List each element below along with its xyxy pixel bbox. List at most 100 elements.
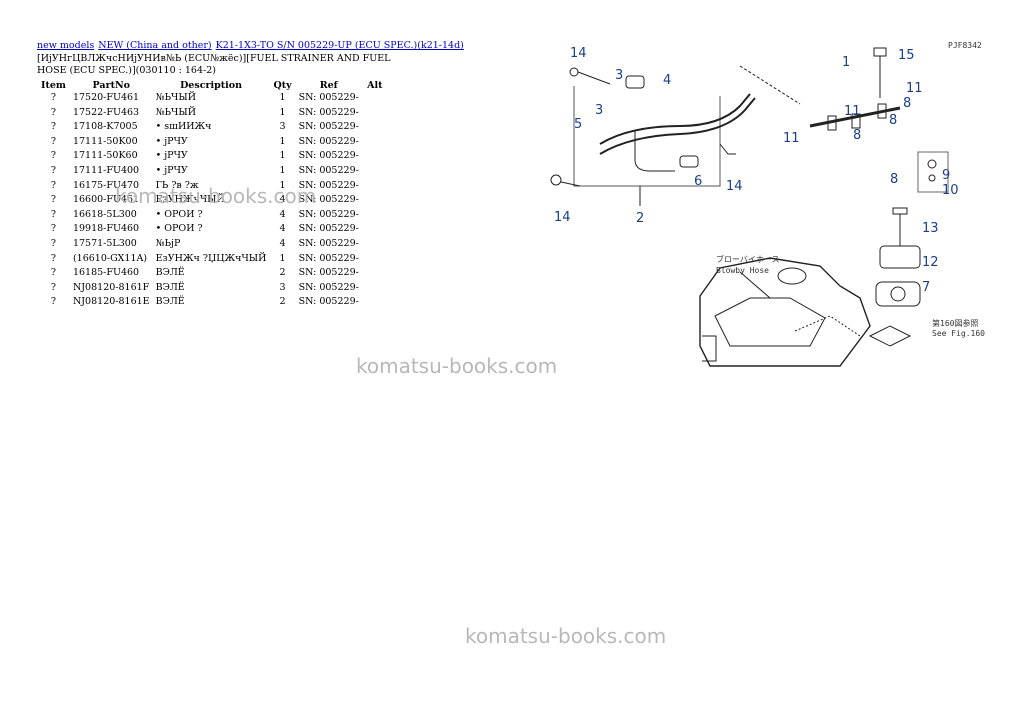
callout-3: 3 — [615, 68, 623, 83]
watermark: komatsu-books.com — [356, 354, 558, 378]
cell-desc: • јРЧУ — [155, 135, 188, 147]
cell-alt — [362, 180, 388, 195]
cell-part: NJ08120-8161E — [72, 296, 150, 308]
callout-4: 4 — [663, 73, 671, 88]
cell-alt — [362, 136, 388, 151]
cell-item: ? — [50, 121, 57, 133]
callout-8: 8 — [903, 96, 911, 111]
cell-ref: SN: 005229- — [298, 223, 359, 235]
cell-desc: №ЬјР — [155, 237, 181, 249]
cell-part: 17571-5L300 — [72, 237, 137, 249]
cell-alt — [362, 92, 388, 107]
parts-table: Item PartNo Description Qty Ref Alt ?175… — [37, 79, 388, 311]
cell-alt — [362, 223, 388, 238]
breadcrumb-link-model[interactable]: K21-1X3-TO S/N 005229-UP (ECU SPEC.)(k21… — [215, 40, 464, 51]
cell-item: ? — [50, 194, 57, 206]
breadcrumb-link-new-china[interactable]: NEW (China and other) — [98, 40, 212, 51]
cell-part: 17111-50K60 — [72, 150, 138, 162]
cell-qty: 4 — [279, 194, 286, 206]
cell-part: 17520-FU461 — [72, 92, 140, 103]
cell-qty: 4 — [279, 223, 286, 235]
cell-qty: 2 — [279, 296, 286, 308]
breadcrumb-link-new-models[interactable]: new models — [37, 40, 95, 51]
cell-item: ? — [50, 208, 57, 220]
col-header-item: Item — [41, 80, 66, 91]
cell-ref: SN: 005229- — [298, 92, 359, 103]
cell-qty: 1 — [279, 150, 286, 162]
cell-alt — [362, 253, 388, 268]
cell-item: ? — [50, 223, 57, 235]
cell-desc: • sшИИЖч — [155, 121, 212, 133]
cell-part: 17108-K7005 — [72, 121, 138, 133]
page-title: [ИјУНгЦВЛЖчсНИјУНИв№Ь (ECU№жёс)][FUEL ST… — [37, 53, 391, 76]
callout-9: 9 — [942, 168, 950, 183]
cell-ref: SN: 005229- — [298, 267, 359, 279]
cell-item: ? — [50, 135, 57, 147]
cell-qty: 1 — [279, 106, 286, 118]
see-fig-jp-label: 第160図参照 — [932, 318, 978, 328]
cell-item: ? — [50, 267, 57, 279]
col-header-alt: Alt — [367, 80, 383, 91]
cell-ref: SN: 005229- — [298, 208, 359, 220]
cell-qty: 1 — [279, 135, 286, 147]
table-row: ? 17108-K7005 • sшИИЖч 3 SN: 005229- — [37, 121, 388, 136]
cell-desc: • јРЧУ — [155, 164, 188, 176]
cell-qty: 4 — [279, 208, 286, 220]
cell-ref: SN: 005229- — [298, 281, 359, 293]
cell-alt — [362, 238, 388, 253]
cell-desc: ВЭЛЁ — [155, 267, 185, 279]
callout-8: 8 — [853, 128, 861, 143]
cell-item: ? — [50, 164, 57, 176]
cell-item: ? — [50, 296, 57, 308]
watermark: komatsu-books.com — [465, 624, 667, 648]
cell-part: 17111-50K00 — [72, 135, 138, 147]
callout-14: 14 — [726, 179, 743, 194]
callout-11: 11 — [783, 131, 800, 146]
callout-7: 7 — [922, 280, 930, 295]
cell-ref: SN: 005229- — [298, 237, 359, 249]
callout-2: 2 — [636, 211, 644, 226]
cell-desc: ГЬ ?в ?ж — [155, 179, 199, 191]
cell-ref: SN: 005229- — [298, 150, 359, 162]
cell-desc: • ОРОИ ? — [155, 208, 203, 220]
cell-ref: SN: 005229- — [298, 179, 359, 191]
table-row: ? 17111-50K60 • јРЧУ 1 SN: 005229- — [37, 150, 388, 165]
cell-item: ? — [50, 237, 57, 249]
callout-15: 15 — [898, 48, 915, 63]
cell-desc: ЕзУНЖчЧЫЙ — [155, 194, 225, 206]
cell-qty: 3 — [279, 121, 286, 133]
cell-item: ? — [50, 150, 57, 162]
cell-ref: SN: 005229- — [298, 121, 359, 133]
cell-part: NJ08120-8161F — [72, 281, 150, 293]
blowby-hose-jp-label: ブローバイホース — [716, 254, 780, 264]
watermark: komatsu-books.com — [115, 184, 317, 208]
callout-11: 11 — [906, 81, 923, 96]
cell-item: ? — [50, 179, 57, 191]
cell-qty: 1 — [279, 164, 286, 176]
cell-qty: 3 — [279, 281, 286, 293]
cell-alt — [362, 150, 388, 165]
cell-part: 17522-FU463 — [72, 106, 140, 118]
cell-ref: SN: 005229- — [298, 106, 359, 118]
cell-ref: SN: 005229- — [298, 252, 359, 264]
cell-alt — [362, 209, 388, 224]
cell-alt — [362, 107, 388, 122]
col-header-ref: Ref — [319, 80, 338, 91]
cell-desc: ЕзУНЖч ?ЏЦЖчЧЫЙ — [155, 252, 267, 264]
callout-8: 8 — [890, 172, 898, 187]
callout-6: 6 — [694, 174, 702, 189]
cell-alt — [362, 165, 388, 180]
col-header-description: Description — [180, 80, 242, 91]
cell-desc: • јРЧУ — [155, 150, 188, 162]
